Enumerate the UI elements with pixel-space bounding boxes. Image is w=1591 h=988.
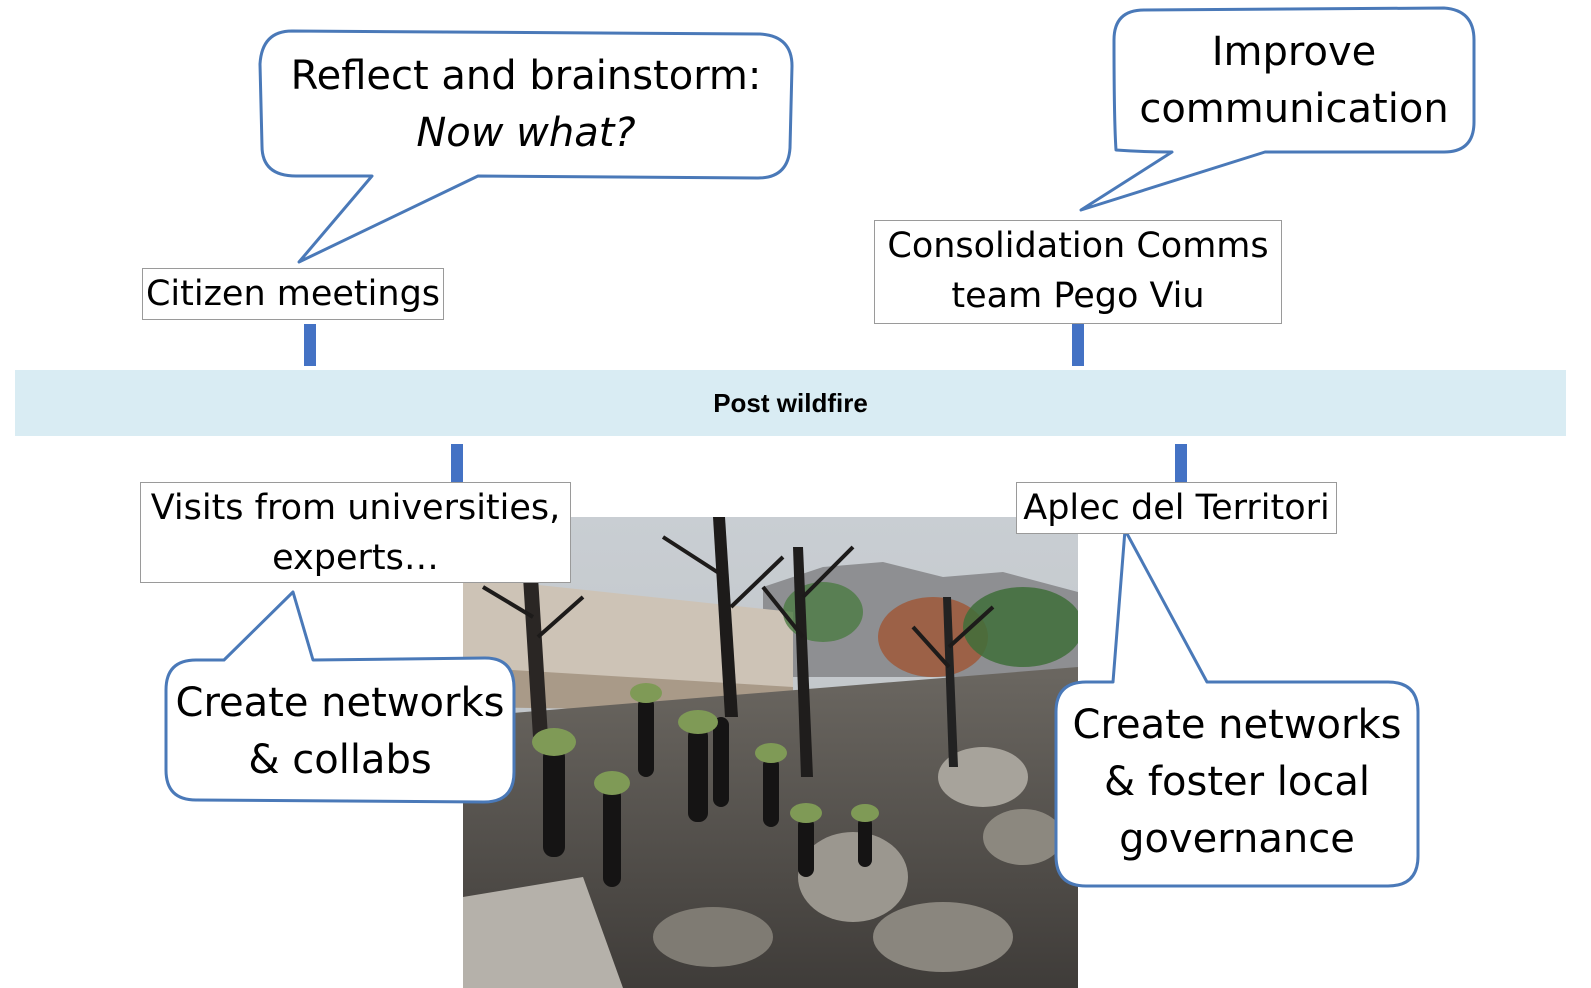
callout-improve-shape: [1079, 6, 1476, 212]
event-consolidation-comms-line2: team Pego Viu: [951, 276, 1205, 316]
event-consolidation-comms-line1: Consolidation Comms: [887, 226, 1269, 266]
callout-improve-line1: Improve: [1211, 29, 1377, 75]
event-visits-universities: Visits from universities, experts…: [140, 482, 571, 583]
callout-reflect: Reflect and brainstorm: Now what?: [262, 48, 790, 162]
tick-aplec-territori: [1175, 444, 1187, 482]
callout-improve: Improve communication: [1114, 24, 1474, 138]
timeline-band: Post wildfire: [15, 370, 1566, 436]
callout-networks-collabs-line2: & collabs: [248, 737, 432, 783]
timeline-label: Post wildfire: [713, 387, 868, 418]
event-visits-universities-line2: experts…: [272, 538, 439, 578]
callout-networks-governance-line3: governance: [1119, 816, 1355, 862]
callout-reflect-shape: [258, 29, 794, 264]
event-aplec-territori: Aplec del Territori: [1016, 482, 1337, 534]
event-citizen-meetings-label: Citizen meetings: [145, 274, 441, 314]
event-consolidation-comms: Consolidation Comms team Pego Viu: [874, 220, 1282, 324]
tick-consolidation-comms: [1072, 322, 1084, 366]
callout-improve-line2: communication: [1139, 86, 1449, 132]
tick-citizen-meetings: [304, 324, 316, 366]
callout-networks-governance-line1: Create networks: [1072, 702, 1402, 748]
callout-networks-governance: Create networks & foster local governanc…: [1056, 697, 1418, 868]
callout-reflect-line1: Reflect and brainstorm:: [290, 53, 762, 99]
callout-networks-governance-shape: [1054, 528, 1420, 888]
callout-networks-collabs-line1: Create networks: [175, 680, 505, 726]
event-aplec-territori-label: Aplec del Territori: [1023, 488, 1330, 528]
tick-visits-universities: [451, 444, 463, 482]
event-visits-universities-line1: Visits from universities,: [150, 488, 561, 528]
callout-networks-collabs: Create networks & collabs: [166, 675, 514, 789]
callout-networks-collabs-shape: [164, 590, 516, 804]
callout-networks-governance-line2: & foster local: [1104, 759, 1370, 805]
event-citizen-meetings: Citizen meetings: [142, 268, 444, 320]
burnt-vegetation-photo: [463, 517, 1078, 988]
callout-reflect-line2: Now what?: [416, 110, 636, 156]
